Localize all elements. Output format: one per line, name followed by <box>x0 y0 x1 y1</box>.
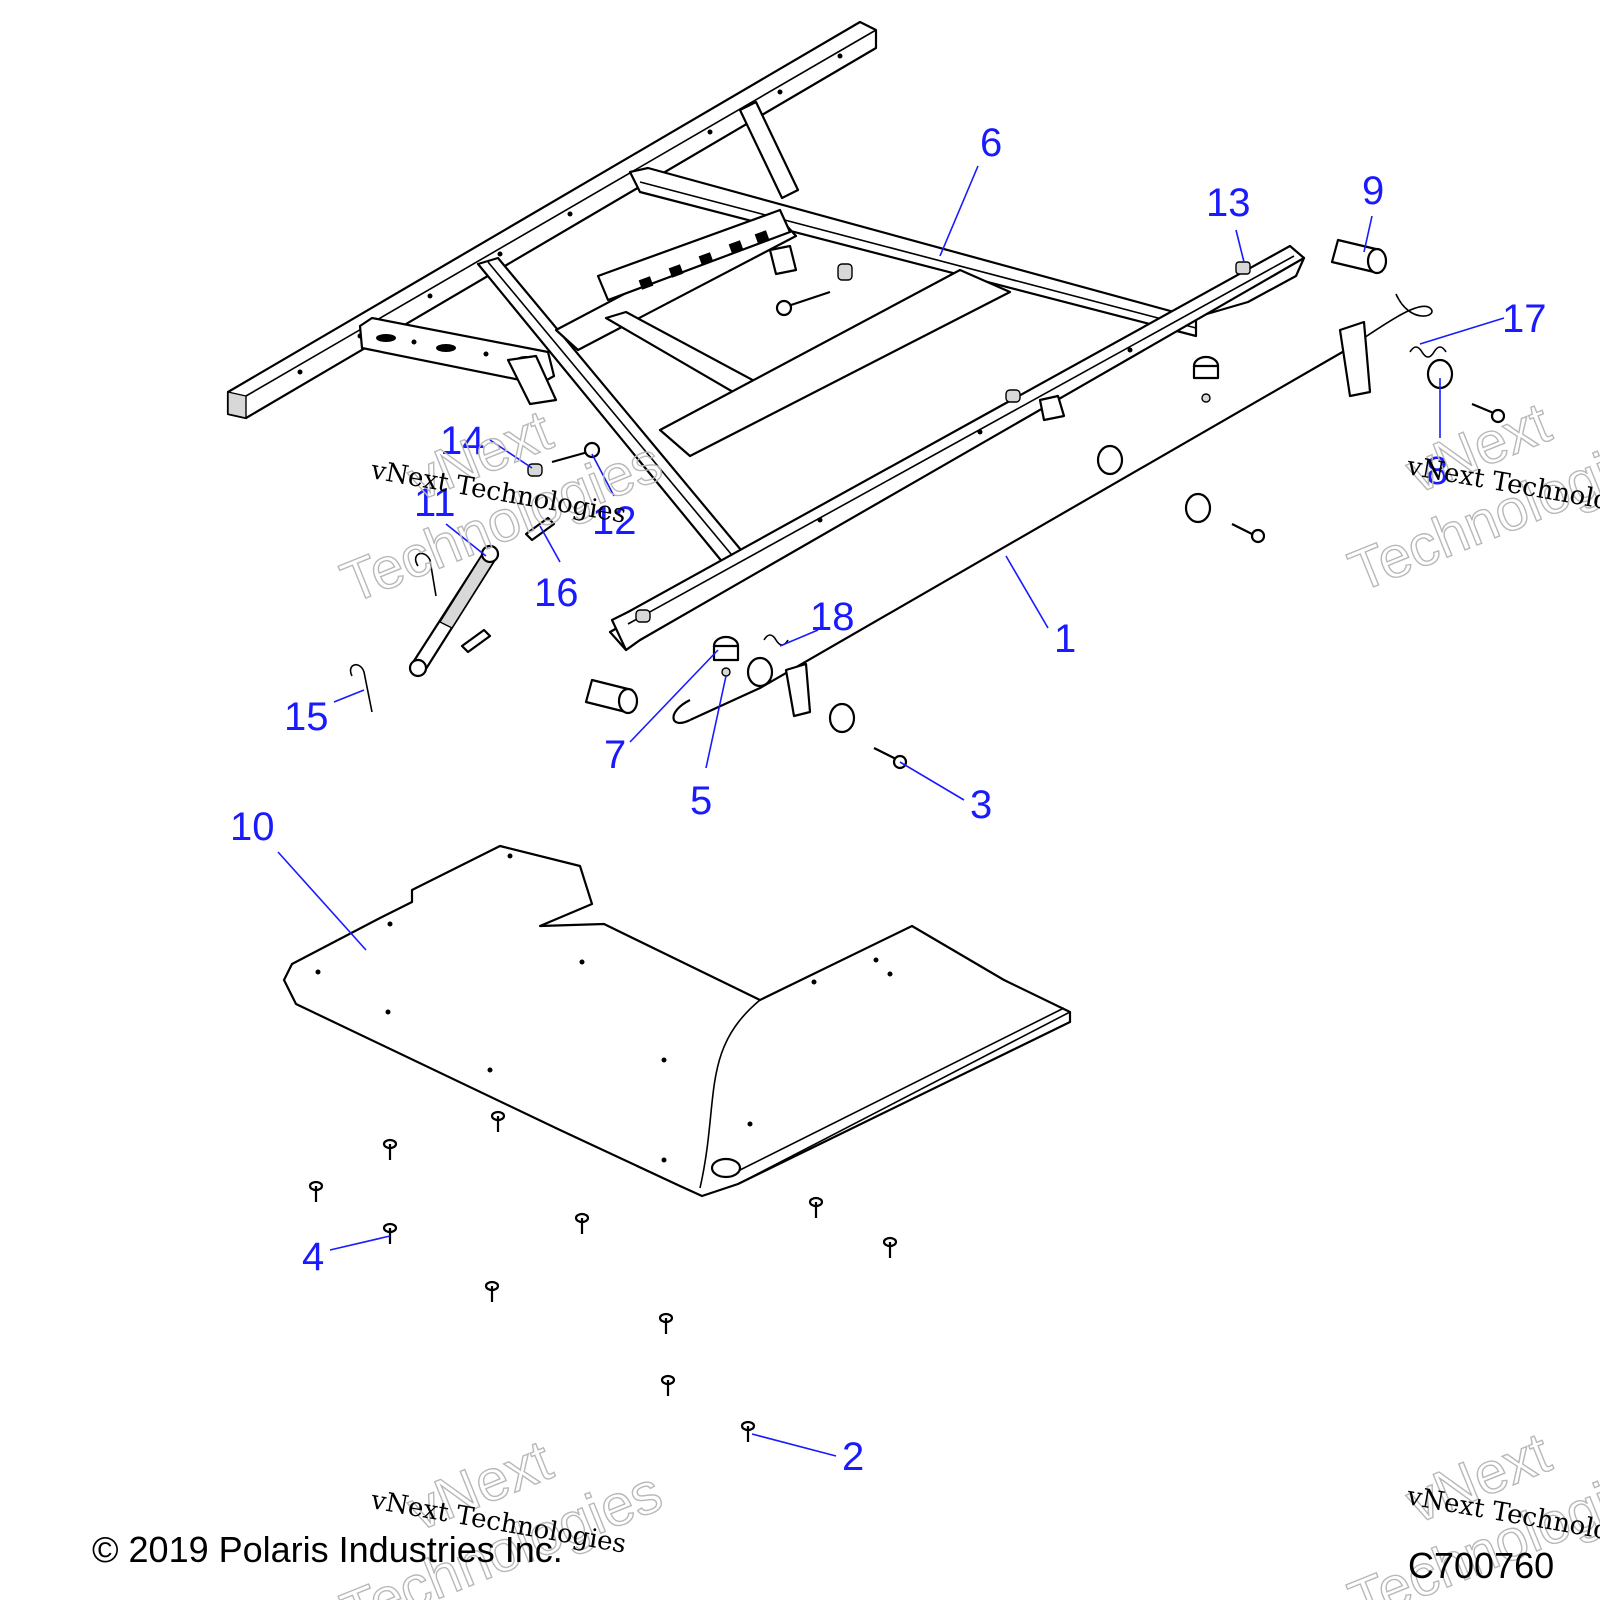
callout-16: 16 <box>534 571 579 615</box>
callout-17: 17 <box>1502 297 1547 341</box>
screw-icon <box>882 1236 898 1258</box>
bolt-icon <box>873 747 908 770</box>
screw-icon <box>308 1180 324 1202</box>
callout-9: 9 <box>1362 169 1384 213</box>
sway-bar-icon <box>672 293 1433 724</box>
skid-plate <box>282 844 1072 1198</box>
callout-5: 5 <box>690 779 712 823</box>
callout-11: 11 <box>414 481 456 525</box>
callout-2: 2 <box>842 1435 864 1479</box>
hardware <box>349 238 1506 770</box>
callout-4: 4 <box>302 1235 324 1279</box>
bolt-icon <box>1231 523 1266 544</box>
screw-icon <box>484 1280 500 1302</box>
callout-14: 14 <box>440 419 485 463</box>
screw-icon <box>740 1420 756 1442</box>
screw-icon <box>574 1212 590 1234</box>
copyright-notice: © 2019 Polaris Industries Inc. <box>92 1529 563 1570</box>
callout-6: 6 <box>980 121 1002 165</box>
callout-13: 13 <box>1206 181 1251 225</box>
callouts: 1 2 3 4 5 6 7 8 9 10 11 12 13 14 15 16 1… <box>230 121 1547 1479</box>
screw-icon <box>490 1110 506 1132</box>
screw-icon <box>658 1312 674 1334</box>
nut-icon <box>1235 261 1251 275</box>
callout-3: 3 <box>970 783 992 827</box>
screws <box>308 1110 898 1442</box>
bolt-icon <box>775 290 831 317</box>
callout-15: 15 <box>284 695 329 739</box>
bushing-icon <box>1330 238 1388 275</box>
gas-strut-icon <box>408 544 500 678</box>
pin-icon <box>551 441 601 464</box>
callout-10: 10 <box>230 805 275 849</box>
callout-1: 1 <box>1054 617 1076 661</box>
drawing-number: C700760 <box>1408 1545 1554 1586</box>
screw-icon <box>382 1138 398 1160</box>
callout-12: 12 <box>592 499 637 543</box>
bolt-icon <box>1471 402 1506 424</box>
callout-7: 7 <box>604 733 626 777</box>
callout-18: 18 <box>810 595 855 639</box>
leader-lines <box>277 165 1505 1457</box>
callout-8: 8 <box>1426 449 1448 493</box>
screw-icon <box>382 1222 398 1244</box>
screw-icon <box>660 1374 676 1396</box>
frame-assembly <box>226 20 1306 652</box>
screw-icon <box>808 1196 824 1218</box>
